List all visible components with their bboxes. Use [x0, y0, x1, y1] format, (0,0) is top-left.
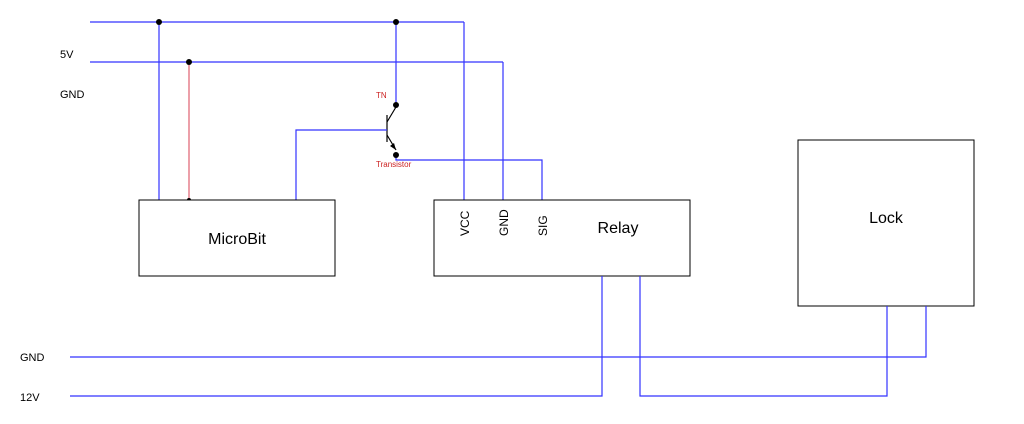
relay-pin-vcc: VCC — [458, 210, 472, 236]
relay-pin-gnd: GND — [497, 209, 511, 236]
bottom-rail-12v — [70, 276, 603, 397]
rail-label-gnd-bottom: GND — [20, 352, 45, 364]
junction-dot — [186, 59, 192, 65]
transistor-type-label: TN — [376, 91, 387, 100]
wire-microbit-to-base — [295, 129, 387, 200]
junction-dot — [393, 152, 399, 158]
wire-relay-to-lock — [639, 276, 888, 397]
rail-label-5v: 5V — [60, 49, 74, 61]
junction-dot — [156, 19, 162, 25]
transistor-label: Transistor — [376, 160, 412, 169]
lock-box — [797, 139, 975, 307]
bottom-rail-gnd — [70, 306, 927, 358]
rail-label-gnd-top: GND — [60, 89, 85, 101]
rail-label-12v: 12V — [20, 392, 40, 404]
transistor-symbol — [386, 106, 397, 151]
junction-dot — [393, 102, 399, 108]
relay-box — [433, 199, 691, 277]
lock-label: Lock — [869, 210, 904, 227]
wire-emitter-to-relay-sig — [395, 155, 543, 200]
microbit-label: MicroBit — [208, 231, 266, 248]
relay-label: Relay — [598, 220, 639, 237]
junction-dot — [393, 19, 399, 25]
relay-pin-sig: SIG — [536, 215, 550, 236]
microbit-box — [138, 199, 336, 277]
